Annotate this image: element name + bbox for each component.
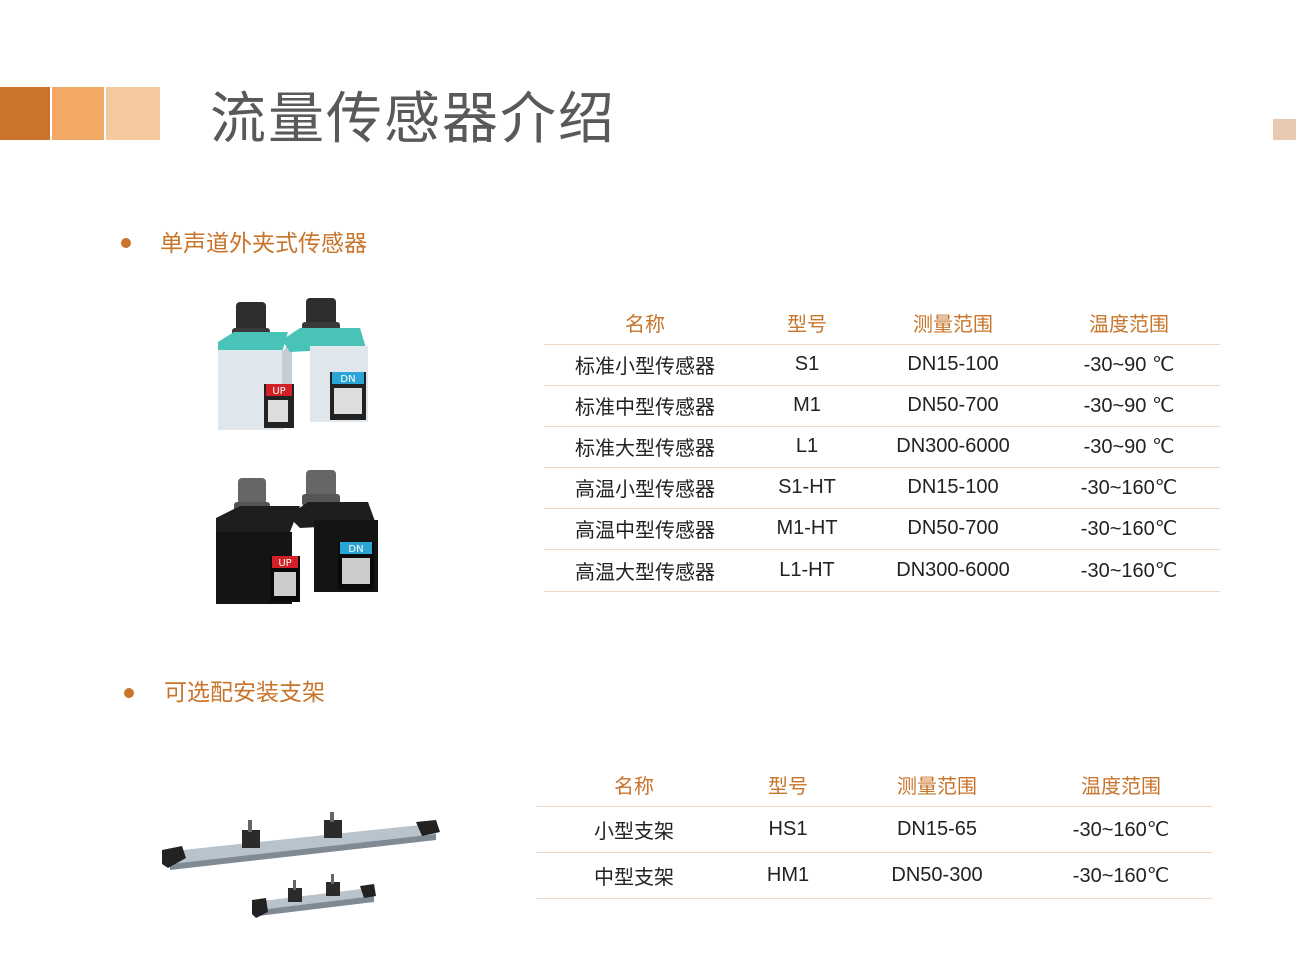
ht-up-label: UP	[278, 558, 291, 569]
cell-range: DN50-300	[844, 851, 1030, 899]
table-row: 高温大型传感器 L1-HT DN300-6000 -30~160℃	[544, 548, 1220, 592]
table-row: 小型支架 HS1 DN15-65 -30~160℃	[536, 805, 1212, 852]
header-accent-bar-2	[52, 87, 104, 140]
cell-temp: -30~90 ℃	[1038, 384, 1220, 426]
standard-sensor-up: UP	[218, 302, 294, 430]
corner-mark	[1273, 119, 1296, 140]
cell-range: DN300-6000	[868, 425, 1038, 467]
standard-sensor-dn: DN	[282, 298, 368, 422]
bracket-medium	[162, 812, 440, 870]
cell-name: 高温中型传感器	[544, 507, 746, 549]
header-accent-bar-3	[106, 87, 160, 140]
bracket-spec-table: 名称 型号 测量范围 温度范围 小型支架 HS1 DN15-65 -30~160…	[536, 764, 1212, 899]
table-row: 高温小型传感器 S1-HT DN15-100 -30~160℃	[544, 466, 1220, 508]
header-model: 型号	[787, 312, 827, 337]
header-range: 测量范围	[913, 312, 993, 337]
header-accent-bar-1	[0, 87, 50, 140]
cell-model: M1	[746, 384, 868, 426]
ht-dn-label: DN	[348, 544, 363, 555]
section2-title: 可选配安装支架	[164, 680, 325, 706]
cell-name: 中型支架	[536, 851, 732, 899]
cell-name: 标准小型传感器	[544, 343, 746, 385]
cell-temp: -30~90 ℃	[1038, 343, 1220, 385]
cell-model: HS1	[732, 805, 844, 852]
table-row: 标准中型传感器 M1 DN50-700 -30~90 ℃	[544, 384, 1220, 426]
cell-temp: -30~160℃	[1038, 548, 1220, 592]
cell-temp: -30~160℃	[1038, 507, 1220, 549]
section2-bullet	[124, 688, 134, 698]
cell-range: DN15-100	[868, 343, 1038, 385]
page-title: 流量传感器介绍	[210, 87, 616, 152]
hightemp-sensor-dn: DN	[288, 470, 378, 592]
cell-model: HM1	[732, 851, 844, 899]
hightemp-sensor-image: UP DN	[216, 470, 378, 604]
bracket-small	[252, 874, 376, 918]
cell-range: DN15-65	[844, 805, 1030, 852]
header-temp: 温度范围	[1081, 774, 1161, 799]
mounting-bracket-image	[162, 812, 440, 918]
cell-name: 小型支架	[536, 805, 732, 852]
header-model: 型号	[768, 774, 808, 799]
cell-model: M1-HT	[746, 507, 868, 549]
cell-model: S1-HT	[746, 466, 868, 508]
hightemp-sensor-up: UP	[216, 478, 300, 604]
cell-name: 高温小型传感器	[544, 466, 746, 508]
sensor-spec-table: 名称 型号 测量范围 温度范围 标准小型传感器 S1 DN15-100 -30~…	[544, 302, 1220, 592]
dn-label: DN	[340, 374, 355, 385]
cell-name: 高温大型传感器	[544, 548, 746, 592]
cell-range: DN50-700	[868, 507, 1038, 549]
header-name: 名称	[614, 774, 654, 799]
cell-model: L1-HT	[746, 548, 868, 592]
up-label: UP	[272, 386, 285, 397]
cell-temp: -30~160℃	[1030, 805, 1212, 852]
section1-bullet	[121, 238, 131, 248]
cell-name: 标准中型传感器	[544, 384, 746, 426]
table-row: 标准大型传感器 L1 DN300-6000 -30~90 ℃	[544, 425, 1220, 467]
table-row: 高温中型传感器 M1-HT DN50-700 -30~160℃	[544, 507, 1220, 549]
cell-temp: -30~90 ℃	[1038, 425, 1220, 467]
cell-temp: -30~160℃	[1030, 851, 1212, 899]
cell-range: DN15-100	[868, 466, 1038, 508]
cell-name: 标准大型传感器	[544, 425, 746, 467]
header-temp: 温度范围	[1089, 312, 1169, 337]
cell-range: DN300-6000	[868, 548, 1038, 592]
cell-model: S1	[746, 343, 868, 385]
cell-range: DN50-700	[868, 384, 1038, 426]
standard-sensor-image: UP DN	[218, 298, 368, 430]
table-row: 标准小型传感器 S1 DN15-100 -30~90 ℃	[544, 343, 1220, 385]
table-row: 中型支架 HM1 DN50-300 -30~160℃	[536, 851, 1212, 899]
header-name: 名称	[625, 312, 665, 337]
header-range: 测量范围	[897, 774, 977, 799]
section1-title: 单声道外夹式传感器	[160, 231, 367, 257]
cell-model: L1	[746, 425, 868, 467]
cell-temp: -30~160℃	[1038, 466, 1220, 508]
